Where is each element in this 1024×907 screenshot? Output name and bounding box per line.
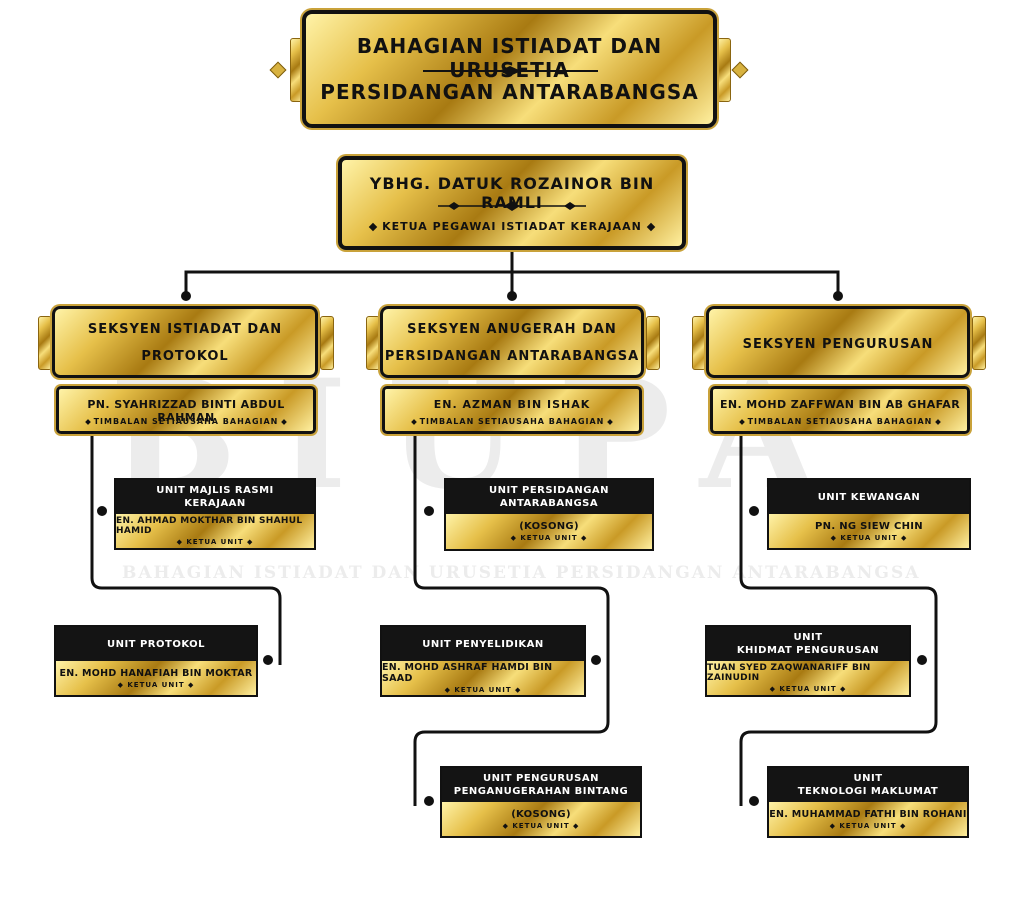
unit-teknologi-title-1: UNIT: [853, 773, 883, 784]
section-3-role-left-diamond-icon: [738, 418, 745, 425]
unit-persidangan-title-2: ANTARABANGSA: [499, 498, 599, 509]
unit-kewangan-title-1: UNIT KEWANGAN: [817, 491, 921, 503]
section-istiadat-protokol: SEKSYEN ISTIADAT DAN PROTOKOL: [38, 306, 334, 378]
unit-majlis-rasmi-title-2: KERAJAAN: [184, 498, 246, 509]
unit-majlis-rasmi-role: ◆ KETUA UNIT ◆: [176, 538, 254, 546]
section-2-head-role: TIMBALAN SETIAUSAHA BAHAGIAN: [419, 417, 605, 426]
unit-kewangan-head: PN. NG SIEW CHIN: [815, 520, 923, 532]
unit-teknologi-head: EN. MUHAMMAD FATHI BIN ROHANI: [769, 808, 967, 820]
section-3-head-name: EN. MOHD ZAFFWAN BIN AB GHAFAR: [719, 398, 961, 411]
unit-protokol-role: ◆ KETUA UNIT ◆: [117, 680, 195, 689]
unit-khidmat-role: ◆ KETUA UNIT ◆: [769, 685, 847, 693]
unit-penganugerahan-title-2: PENGANUGERAHAN BINTANG: [453, 786, 629, 797]
section-3-title-line-1: SEKSYEN PENGURUSAN: [742, 337, 934, 352]
unit-teknologi-maklumat: UNIT TEKNOLOGI MAKLUMAT EN. MUHAMMAD FAT…: [767, 766, 969, 838]
unit-khidmat-head: TUAN SYED ZAQWANARIFF BIN ZAINUDIN: [707, 663, 871, 683]
unit-teknologi-title-2: TEKNOLOGI MAKLUMAT: [797, 786, 939, 797]
unit-penganugerahan-title-1: UNIT PENGURUSAN: [482, 773, 599, 784]
director-role-left-diamond-icon: [368, 222, 378, 232]
unit-persidangan-antarabangsa: UNIT PERSIDANGAN ANTARABANGSA (KOSONG) ◆…: [444, 478, 654, 551]
unit-majlis-rasmi: UNIT MAJLIS RASMI KERAJAAN EN. AHMAD MOK…: [114, 478, 316, 550]
unit-khidmat-pengurusan: UNIT KHIDMAT PENGURUSAN TUAN SYED ZAQWAN…: [705, 625, 911, 697]
director-role: KETUA PEGAWAI ISTIADAT KERAJAAN: [382, 220, 642, 233]
section-1-role-left-diamond-icon: [84, 418, 91, 425]
section-1-role-right-diamond-icon: [281, 418, 288, 425]
section-3-head-role: TIMBALAN SETIAUSAHA BAHAGIAN: [747, 417, 933, 426]
unit-protokol-title-1: UNIT PROTOKOL: [106, 638, 206, 650]
section-3-head-plaque: EN. MOHD ZAFFWAN BIN AB GHAFAR TIMBALAN …: [710, 386, 970, 434]
title-line-2: PERSIDANGAN ANTARABANGSA: [320, 80, 699, 104]
section-1-head-role: TIMBALAN SETIAUSAHA BAHAGIAN: [93, 417, 279, 426]
unit-persidangan-role: ◆ KETUA UNIT ◆: [510, 534, 588, 542]
title-right-diamond-icon: [731, 61, 749, 79]
unit-majlis-rasmi-title-1: UNIT MAJLIS RASMI: [156, 485, 274, 496]
unit-penyelidikan-title-1: UNIT PENYELIDIKAN: [422, 638, 544, 650]
section-2-title-line-1: SEKSYEN ANUGERAH DAN: [407, 322, 617, 337]
section-1-title-line-1: SEKSYEN ISTIADAT DAN: [87, 322, 283, 337]
section-2-head-plaque: EN. AZMAN BIN ISHAK TIMBALAN SETIAUSAHA …: [382, 386, 642, 434]
section-2-role-right-diamond-icon: [607, 418, 614, 425]
unit-kewangan: UNIT KEWANGAN PN. NG SIEW CHIN ◆ KETUA U…: [767, 478, 971, 550]
title-ornament-icon: [423, 66, 598, 76]
unit-persidangan-head: (KOSONG): [519, 521, 579, 532]
unit-khidmat-title-2: KHIDMAT PENGURUSAN: [736, 645, 880, 656]
unit-penganugerahan-head: (KOSONG): [511, 808, 571, 820]
section-2-title-line-2: PERSIDANGAN ANTARABANGSA: [384, 349, 640, 364]
section-anugerah-persidangan: SEKSYEN ANUGERAH DAN PERSIDANGAN ANTARAB…: [366, 306, 660, 378]
unit-penyelidikan: UNIT PENYELIDIKAN EN. MOHD ASHRAF HAMDI …: [380, 625, 586, 697]
section-pengurusan: SEKSYEN PENGURUSAN: [692, 306, 986, 378]
unit-pengurusan-penganugerahan: UNIT PENGURUSAN PENGANUGERAHAN BINTANG (…: [440, 766, 642, 838]
director-ornament-icon: [438, 201, 586, 211]
unit-khidmat-title-1: UNIT: [793, 632, 823, 643]
unit-penganugerahan-role: ◆ KETUA UNIT ◆: [502, 821, 580, 830]
section-1-head-plaque: PN. SYAHRIZZAD BINTI ABDUL RAHMAN TIMBAL…: [56, 386, 316, 434]
unit-penyelidikan-role: ◆ KETUA UNIT ◆: [444, 686, 522, 694]
unit-persidangan-title-1: UNIT PERSIDANGAN: [488, 485, 610, 496]
unit-teknologi-role: ◆ KETUA UNIT ◆: [829, 821, 907, 830]
section-1-title-line-2: PROTOKOL: [141, 349, 229, 364]
unit-penyelidikan-head: EN. MOHD ASHRAF HAMDI BIN SAAD: [382, 662, 553, 684]
section-1-head-name: PN. SYAHRIZZAD BINTI ABDUL RAHMAN: [87, 398, 285, 424]
director-role-right-diamond-icon: [646, 222, 656, 232]
unit-protokol-head: EN. MOHD HANAFIAH BIN MOKTAR: [59, 667, 253, 679]
unit-kewangan-role: ◆ KETUA UNIT ◆: [830, 533, 908, 542]
section-2-role-left-diamond-icon: [410, 418, 417, 425]
unit-protokol: UNIT PROTOKOL EN. MOHD HANAFIAH BIN MOKT…: [54, 625, 258, 697]
director-plaque: YBHG. DATUK ROZAINOR BIN RAMLI KETUA PEG…: [338, 156, 686, 250]
title-left-diamond-icon: [269, 61, 287, 79]
unit-majlis-rasmi-head: EN. AHMAD MOKTHAR BIN SHAHUL HAMID: [116, 516, 303, 536]
section-2-head-name: EN. AZMAN BIN ISHAK: [433, 398, 591, 411]
title-plaque: BAHAGIAN ISTIADAT DAN URUSETIA PERSIDANG…: [269, 10, 749, 128]
watermark-caption: BAHAGIAN ISTIADAT DAN URUSETIA PERSIDANG…: [122, 563, 921, 583]
section-3-role-right-diamond-icon: [935, 418, 942, 425]
